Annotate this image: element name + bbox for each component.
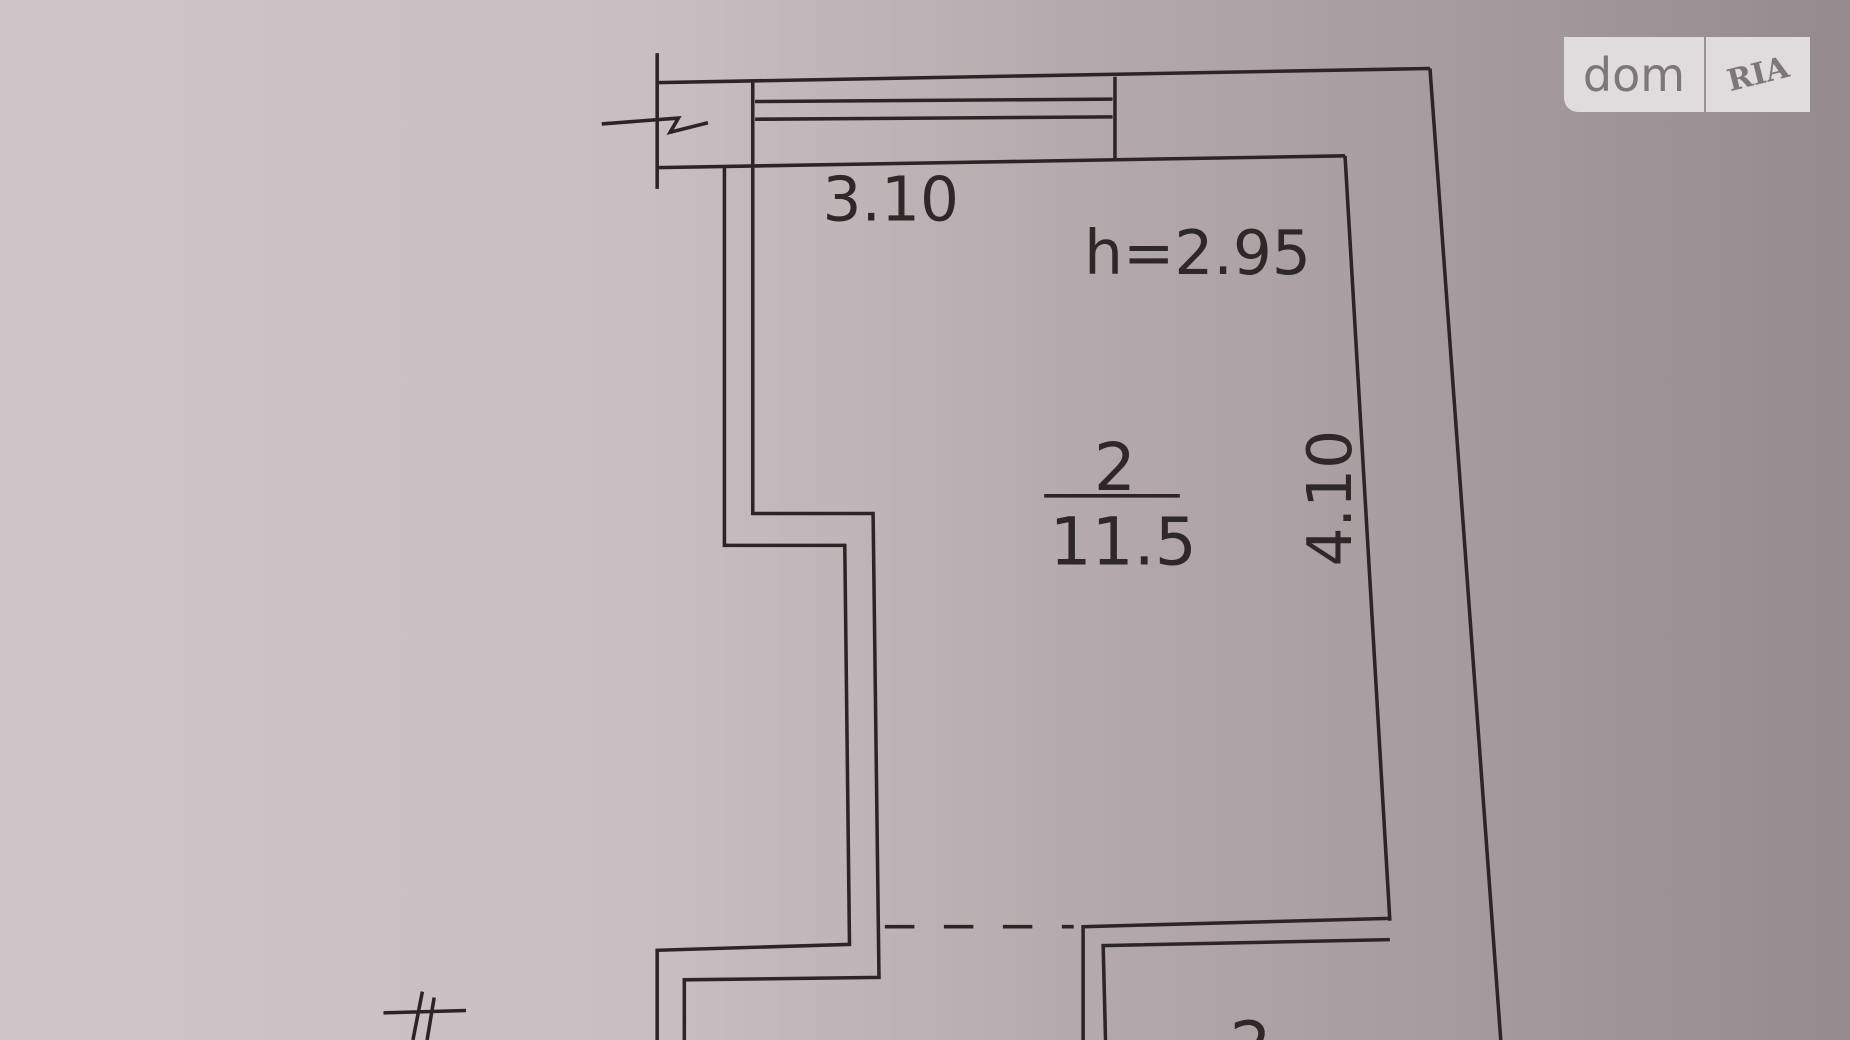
walls [383,53,1503,1040]
room-number: 2 [1094,429,1136,506]
logo-ria: RIA [1706,37,1810,112]
right-outer-wall [1428,68,1503,1040]
next-room-number: 2 [1230,1007,1272,1040]
ceiling-height: h=2.95 [1084,218,1311,289]
left-outer-wall [655,167,852,1040]
right-inner-wall [1343,155,1392,921]
domria-watermark: dom RIA [1564,37,1810,112]
logo-dom: dom [1564,37,1704,112]
logo-ria-text: RIA [1723,49,1793,100]
lower-room-walls [1081,916,1390,1040]
inner-top-wall [657,154,1346,170]
length-dimension: 4.10 [1295,430,1366,567]
width-dimension: 3.10 [822,165,959,236]
room-area: 11.5 [1050,503,1197,580]
left-inner-wall [682,167,881,1040]
window [750,76,1117,166]
wall-break-symbol [601,53,709,189]
outer-top-wall [657,66,1431,85]
wall-break-symbol-lower [383,991,467,1040]
